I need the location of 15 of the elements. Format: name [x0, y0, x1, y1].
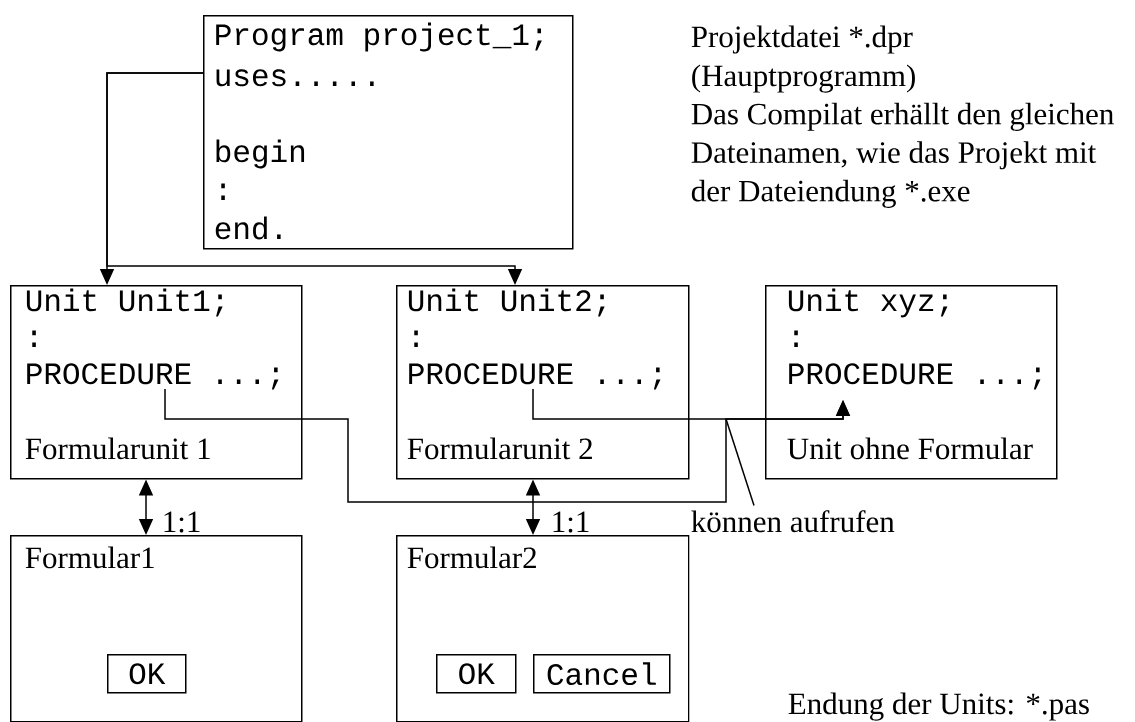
leader-line	[725, 418, 755, 507]
annotation-text: können aufrufen	[691, 510, 895, 533]
note-text: (Hauptprogramm)	[692, 64, 915, 93]
button: OK	[436, 654, 517, 694]
button: OK	[107, 654, 187, 694]
code-box: Program project_1; uses..... begin : end.	[203, 15, 574, 250]
code-box: Unit Unit1; : PROCEDURE ...; Formularunit 1	[10, 285, 303, 480]
note-text: Projektdatei *.dpr	[691, 25, 913, 54]
button: Cancel	[533, 654, 671, 694]
note-text: Das Compilat erhällt den gleichen Dateinamen, wie das Projekt mit der Dateiendung *.exe	[691, 102, 1114, 208]
code-box: Unit Unit2; : PROCEDURE ...; Formularunit 2	[396, 285, 690, 480]
edge-label: 1:1	[549, 510, 592, 534]
note-text: Endung der Units: *.pas	[788, 692, 1089, 721]
edge-label: 1:1	[160, 510, 203, 534]
code-box: Unit xyz; : PROCEDURE ...; Unit ohne Formular	[765, 285, 1058, 480]
